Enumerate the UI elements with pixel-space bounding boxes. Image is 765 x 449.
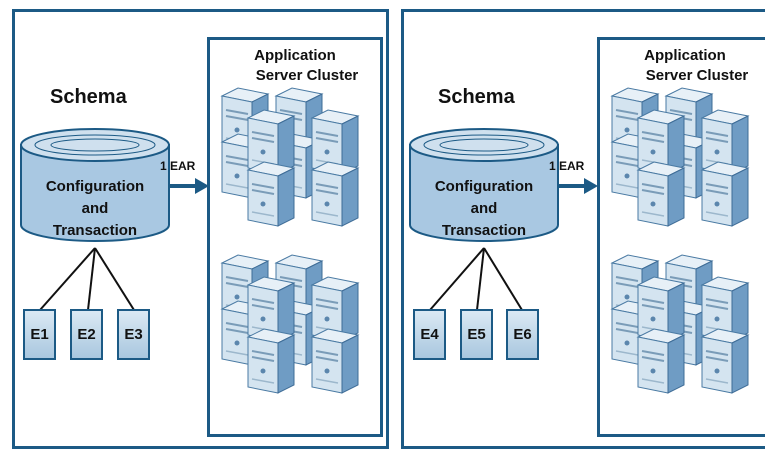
server-rack-icon	[246, 276, 296, 342]
database-label-line1: Configuration	[434, 178, 534, 195]
database-label-line2: and	[81, 200, 109, 217]
right-connectors	[409, 128, 598, 311]
environment-box-e6: E6	[506, 309, 539, 360]
database-label-line1: Configuration	[45, 178, 145, 195]
cluster-title-line1: Application	[254, 47, 336, 64]
cluster-title: Application Server Cluster	[600, 46, 765, 86]
server-rack-icon	[246, 109, 296, 175]
environment-box-e1: E1	[23, 309, 56, 360]
environment-box-e4: E4	[413, 309, 446, 360]
database-label: Configuration and Transaction	[411, 176, 557, 242]
deploy-arrow-icon	[558, 178, 598, 194]
left-connectors	[20, 128, 209, 311]
schema-label: Schema	[438, 86, 515, 108]
environment-box-e5: E5	[460, 309, 493, 360]
environment-box-e2: E2	[70, 309, 103, 360]
application-server-cluster: Application Server Cluster	[207, 37, 383, 437]
server-rack-icon	[700, 328, 750, 394]
left-panel: Schema Configuration and Transaction 1 E…	[0, 0, 390, 440]
server-rack-icon	[700, 161, 750, 227]
server-rack-icon	[310, 328, 360, 394]
server-rack-icon	[310, 161, 360, 227]
cluster-title-line2: Server Cluster	[255, 67, 359, 84]
environment-connector-lines	[39, 247, 135, 311]
server-icons-svg	[220, 87, 360, 394]
database-cylinder-icon	[20, 128, 170, 242]
server-icons-svg	[610, 87, 750, 394]
database-label-line3: Transaction	[441, 222, 527, 239]
environment-box-e3: E3	[117, 309, 150, 360]
server-rack-icon	[310, 276, 360, 342]
database-cylinder-icon	[409, 128, 559, 242]
cluster-title-line1: Application	[644, 47, 726, 64]
deploy-arrow-icon	[169, 178, 209, 194]
server-rack-icon	[246, 328, 296, 394]
cluster-title-line2: Server Cluster	[645, 67, 749, 84]
ear-label: 1 EAR	[549, 159, 585, 173]
application-server-cluster: Application Server Cluster	[597, 37, 765, 437]
schema-label: Schema	[50, 86, 127, 108]
environment-connector-lines	[429, 247, 523, 311]
server-rack-icon	[310, 109, 360, 175]
server-rack-icon	[636, 161, 686, 227]
server-rack-icon	[246, 161, 296, 227]
cluster-title: Application Server Cluster	[210, 46, 380, 86]
right-panel: Schema Configuration and Transaction 1 E…	[390, 0, 765, 440]
ear-label: 1 EAR	[160, 159, 196, 173]
database-label-line2: and	[470, 200, 498, 217]
server-rack-icon	[700, 109, 750, 175]
database-label: Configuration and Transaction	[22, 176, 168, 242]
server-rack-icon	[636, 328, 686, 394]
database-label-line3: Transaction	[52, 222, 138, 239]
server-rack-icon	[636, 109, 686, 175]
